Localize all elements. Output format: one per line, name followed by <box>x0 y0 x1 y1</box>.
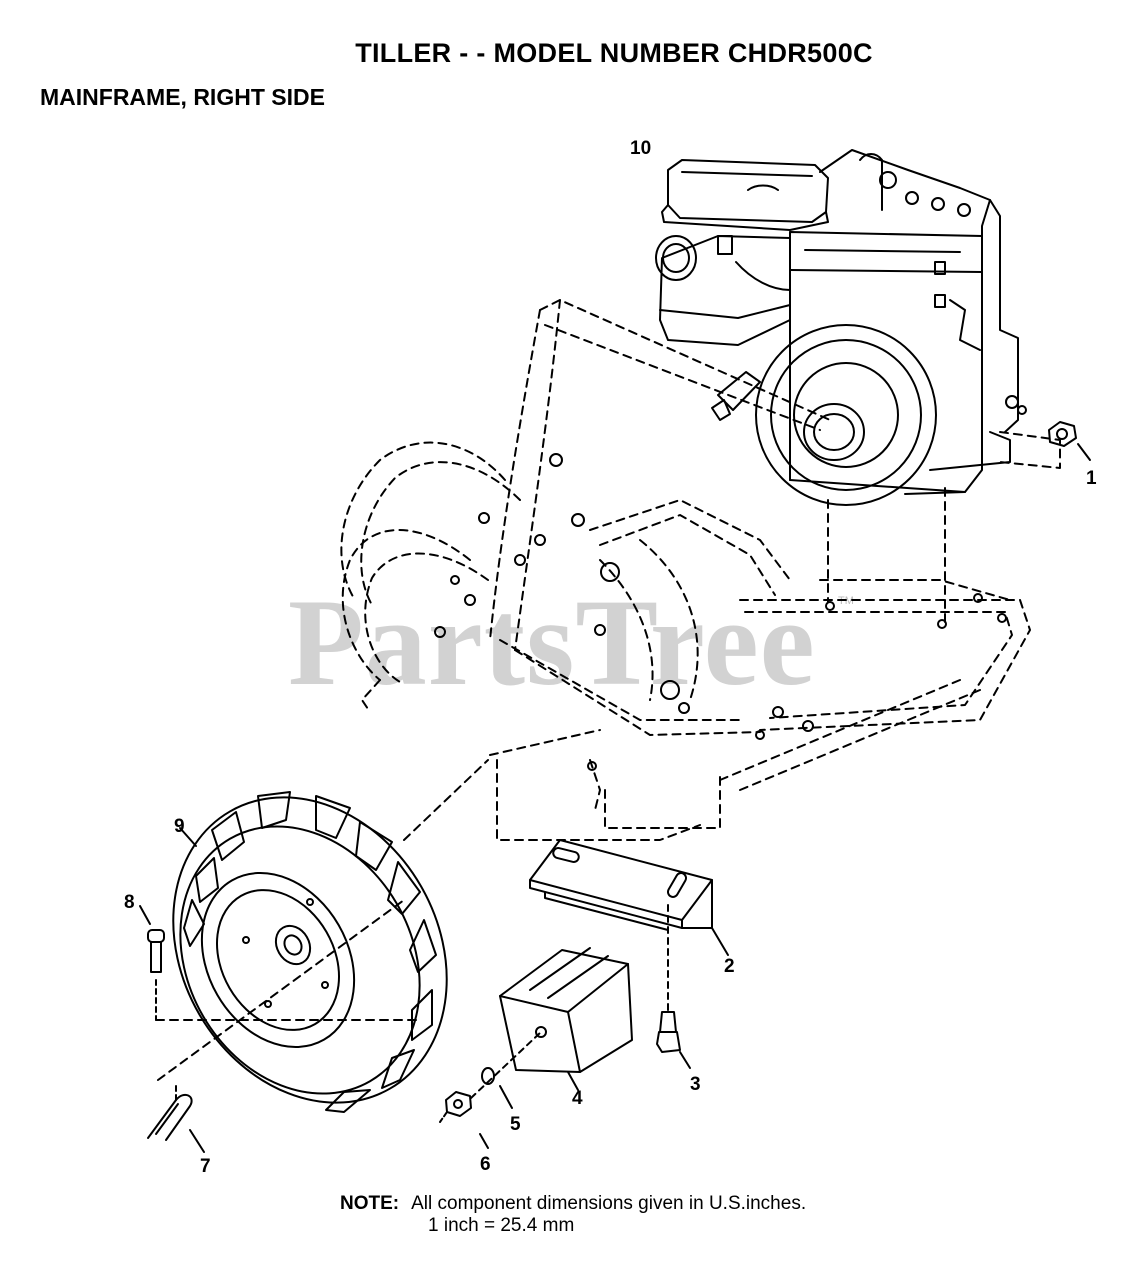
callout-9: 9 <box>174 816 185 837</box>
note-label: NOTE: <box>340 1193 400 1214</box>
callout-10: 10 <box>630 138 651 159</box>
mainframe-outline <box>340 299 1031 841</box>
callout-5: 5 <box>510 1114 521 1135</box>
part-6-drawing <box>439 1031 542 1149</box>
part-5-drawing <box>481 1067 513 1109</box>
callout-6: 6 <box>480 1154 491 1175</box>
callout-4: 4 <box>572 1088 583 1109</box>
axle-line <box>155 759 489 1081</box>
callout-1: 1 <box>1086 468 1097 489</box>
callout-2: 2 <box>724 956 735 977</box>
part-4-drawing <box>499 947 633 1091</box>
frame-holes <box>434 453 1007 771</box>
part-7-drawing <box>147 1085 205 1153</box>
section-subtitle: MAINFRAME, RIGHT SIDE <box>40 84 325 110</box>
dimension-note: NOTE: All component dimensions given in U… <box>340 1193 806 1237</box>
callout-7: 7 <box>200 1156 211 1177</box>
engine-mount-lines <box>827 431 1061 623</box>
callout-3: 3 <box>690 1074 701 1095</box>
part-1-drawing <box>1048 421 1091 461</box>
part-9-drawing <box>172 791 448 1113</box>
note-line-2: 1 inch = 25.4 mm <box>428 1215 575 1236</box>
part-2-drawing <box>529 839 729 956</box>
part-8-drawing <box>139 905 165 1021</box>
engine-drawing <box>655 149 1027 506</box>
page-title: TILLER - - MODEL NUMBER CHDR500C <box>355 38 873 68</box>
part-3-drawing <box>656 904 691 1069</box>
note-line-1: All component dimensions given in U.S.in… <box>411 1193 807 1214</box>
callout-8: 8 <box>124 892 135 913</box>
watermark-text: PartsTree <box>288 574 816 711</box>
callout-labels: 1 2 3 4 5 6 7 8 9 10 <box>124 138 1097 1177</box>
